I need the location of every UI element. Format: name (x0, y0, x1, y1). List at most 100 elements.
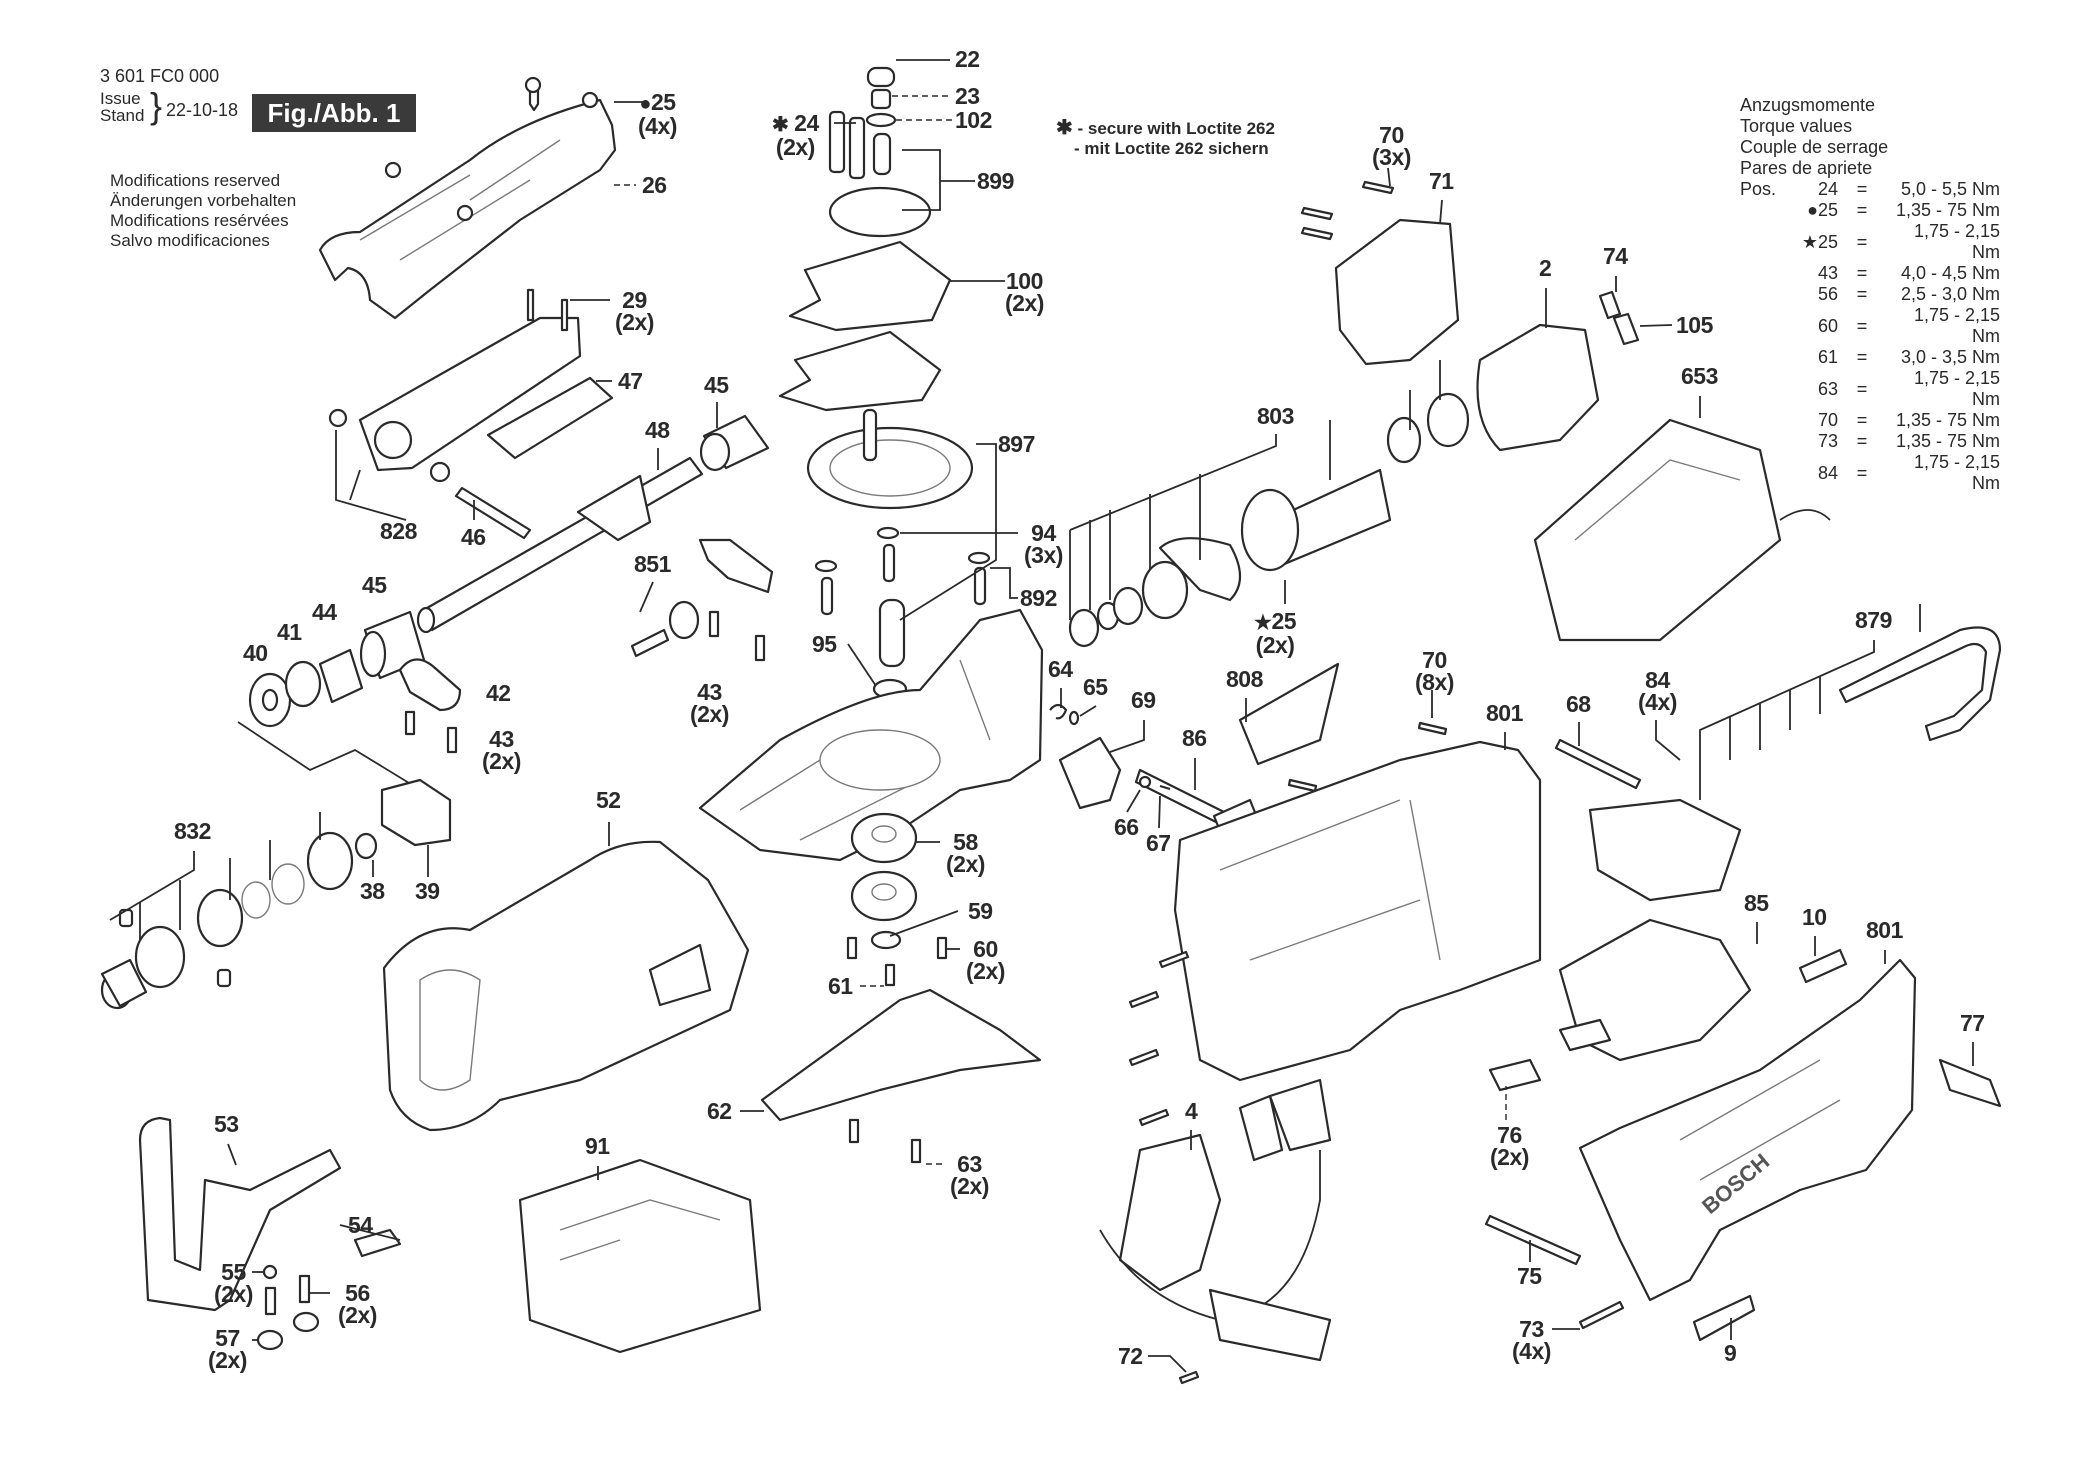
gear-897 (806, 408, 974, 510)
callout-69: 69 (1131, 687, 1156, 713)
torque-val: 2,5 - 3,0 Nm (1900, 284, 2000, 304)
torque-position: 84 (1786, 452, 1842, 494)
torque-row: 56 = 2,5 - 3,0 Nm (1740, 284, 2000, 305)
torque-val: 1,75 - 2,15 Nm (1913, 305, 2000, 346)
base-plate-62 (760, 988, 1042, 1122)
modifications-line: Modifications resérvées (110, 211, 289, 230)
callout-59: 59 (968, 898, 993, 924)
torque-val: 1,35 - 75 Nm (1895, 431, 2000, 451)
motor-housing-801 (1128, 721, 1542, 1127)
position-number: 70 (1817, 410, 1838, 430)
callout-85: 85 (1744, 890, 1769, 916)
counterweight-plates-100 (778, 240, 952, 412)
torque-val: 4,0 - 4,5 Nm (1900, 263, 2000, 283)
torque-position: 63 (1786, 368, 1842, 410)
callout-60: 60(2x) (966, 936, 1005, 984)
figure-badge: Fig./Abb. 1 (252, 94, 416, 132)
torque-position: 24 (1786, 179, 1842, 200)
screw-73 (1578, 1300, 1625, 1330)
issue-label-de: Stand (100, 106, 145, 125)
ball-65 (1068, 710, 1080, 726)
issue-label-en: Issue (100, 89, 141, 108)
position-number: 25 (1817, 200, 1838, 220)
torque-eq: = (1856, 431, 1868, 451)
callout-38: 38 (360, 878, 385, 904)
torque-position: 70 (1786, 410, 1842, 431)
part-number: 3 601 FC0 000 (100, 66, 220, 86)
torque-title: Pares de apriete (1740, 158, 1873, 178)
callout-653: 653 (1681, 363, 1718, 389)
issue-labels: Issue Stand (100, 90, 144, 124)
plate-76 (1488, 1058, 1542, 1092)
top-plate-84 (1588, 798, 1742, 902)
torque-val: 1,75 - 2,15 Nm (1913, 368, 2000, 409)
callout-45: 45 (362, 572, 387, 598)
callout-801: 801 (1866, 917, 1903, 943)
callout-70: 70(3x) (1372, 122, 1411, 170)
callout-91: 91 (585, 1133, 610, 1159)
plate-47 (486, 376, 614, 460)
position-number: 25 (1817, 231, 1838, 252)
callout-9: 9 (1724, 1340, 1737, 1366)
modifications-line: Modifications reserved (110, 171, 281, 190)
torque-eq: = (1856, 284, 1868, 304)
callout-43: 43(2x) (690, 679, 729, 727)
callout-24: ✱ 24(2x) (772, 110, 819, 160)
torque-val: 3,0 - 3,5 Nm (1900, 347, 2000, 367)
callout-44: 44 (312, 599, 337, 625)
torque-prefix: Pos. (1740, 179, 1777, 199)
torque-position: 56 (1786, 284, 1842, 305)
callout-46: 46 (461, 524, 486, 550)
callout-58: 58(2x) (946, 829, 985, 877)
callout-68: 68 (1566, 691, 1591, 717)
pin-68 (1554, 738, 1642, 790)
callout-801: 801 (1486, 700, 1523, 726)
position-number: 43 (1817, 263, 1838, 283)
callout-851: 851 (634, 551, 671, 577)
torque-row: 84=1,75 - 2,15 Nm (1740, 452, 2000, 494)
brush-74 (1598, 290, 1622, 320)
callout-95: 95 (812, 631, 837, 657)
label-808 (1238, 662, 1340, 766)
callout-72: 72 (1118, 1343, 1143, 1369)
callout-29: 29(2x) (615, 287, 654, 335)
label-10 (1798, 948, 1848, 984)
callout-40: 40 (243, 640, 268, 666)
position-number: 84 (1817, 462, 1838, 483)
callout-23: 23 (955, 83, 980, 109)
position-number: 56 (1817, 284, 1838, 304)
torque-val: 5,0 - 5,5 Nm (1900, 179, 2000, 199)
torque-eq: = (1856, 315, 1868, 336)
callout-53: 53 (214, 1111, 239, 1137)
callout-94: 94(3x) (1024, 520, 1063, 568)
armature-803 (1068, 392, 1470, 648)
callout-61: 61 (828, 973, 853, 999)
bow-handle-879 (1838, 626, 2002, 742)
callout-879: 879 (1855, 607, 1892, 633)
spring-clip-64 (1049, 703, 1068, 720)
leader-lines (109, 59, 1974, 1373)
brush-holder-105 (1612, 312, 1640, 346)
torque-val: 1,75 - 2,15 Nm (1913, 452, 2000, 493)
torque-title: Anzugsmomente (1740, 95, 1876, 115)
callout-70: 70(8x) (1415, 647, 1454, 695)
gear-housing-cover-26 (318, 76, 617, 320)
callout-41: 41 (277, 619, 302, 645)
torque-val: 1,75 - 2,15 Nm (1913, 221, 2000, 262)
callout-4: 4 (1185, 1098, 1198, 1124)
callout-42: 42 (486, 680, 511, 706)
torque-table: Anzugsmomente Torque values Couple de se… (1740, 95, 2000, 494)
torque-row: 43=4,0 - 4,5 Nm (1740, 263, 2000, 284)
star-marker-icon: ★ (1801, 231, 1818, 252)
torque-eq: = (1856, 347, 1868, 367)
modifications-notice: Modifications reserved Änderungen vorbeh… (110, 171, 296, 251)
callout-75: 75 (1517, 1263, 1542, 1289)
screw-43 (446, 726, 458, 754)
rocker-851 (630, 538, 774, 662)
loctite-note: ✱ - secure with Loctite 262 - mit Loctit… (1056, 118, 1275, 159)
bushing-45-top (699, 414, 770, 472)
handle-shell-801 (1578, 958, 1917, 1302)
position-number: 61 (1817, 347, 1838, 367)
plunger-guide-828 (328, 288, 582, 483)
torque-eq: = (1856, 200, 1868, 220)
